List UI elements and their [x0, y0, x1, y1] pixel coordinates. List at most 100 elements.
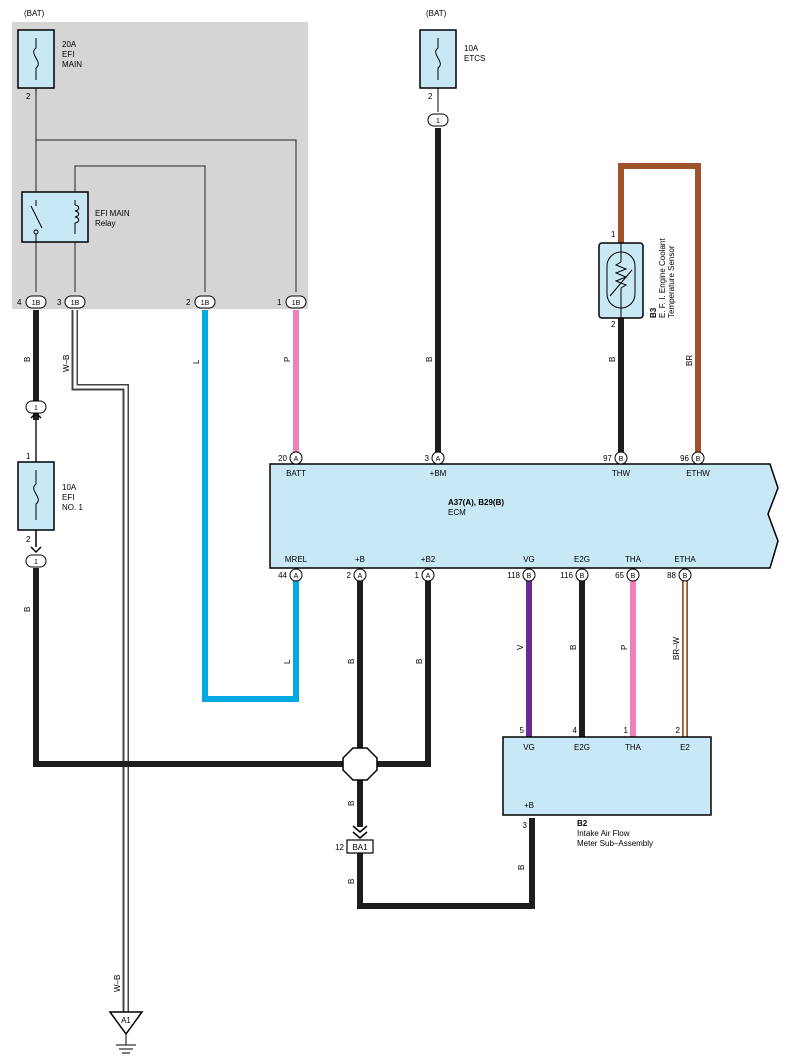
ecm-pin-letter: B	[580, 573, 585, 580]
maf-meter-body	[502, 736, 712, 816]
ecm-pin-number: 88	[667, 571, 676, 580]
fuse-etcs-pin: 2	[428, 92, 433, 101]
wire-code: BR–W	[672, 636, 681, 660]
inline-connector-1-pins	[25, 113, 449, 568]
bat-label-left: (BAT)	[24, 9, 45, 18]
conn-1b-label: 1B	[292, 300, 301, 307]
sensor-pin1: 1	[611, 230, 616, 239]
conn-1b-label: 1B	[71, 300, 80, 307]
ecm-terminal-ethw: ETHW	[686, 469, 710, 478]
ecm-terminal-b: +B	[355, 555, 365, 564]
ba1-label: BA1	[352, 843, 368, 852]
wire-brown	[618, 163, 701, 455]
wire-code: W–B	[113, 975, 122, 992]
efi-main-relay	[21, 191, 89, 243]
ecm-name: ECM	[448, 508, 466, 517]
maf-terminal-vg: VG	[523, 743, 535, 752]
ground-label: A1	[121, 1016, 131, 1025]
sensor-code: B3	[649, 307, 658, 318]
conn-1b-pin2: 2	[186, 298, 191, 307]
fuse-etcs	[419, 29, 457, 112]
fuse-efi1-name2: NO. 1	[62, 503, 83, 512]
ecm-pin-letter: A	[436, 456, 441, 463]
fuse-etcs-name: ETCS	[464, 54, 485, 63]
wire-code: B	[347, 879, 356, 884]
wire-code: B	[347, 659, 356, 664]
ecm-terminal-bm: +BM	[430, 469, 447, 478]
ecm-terminal-mrel: MREL	[285, 555, 308, 564]
ecm-pin-number: 97	[603, 454, 612, 463]
wire-blue	[202, 310, 299, 702]
ecm-pin-letter: A	[294, 456, 299, 463]
ecm-pin-letter: A	[294, 573, 299, 580]
relay-internal-wiring	[35, 92, 297, 292]
ecm-body	[269, 463, 779, 569]
ecm-pin-markers	[289, 451, 705, 582]
connector-1b-pins	[25, 295, 307, 309]
wire-black-group	[33, 128, 624, 909]
wire-code: P	[283, 357, 292, 362]
conn-1b-label: 1B	[32, 300, 41, 307]
fuse-efi1-pin-bot: 2	[26, 535, 31, 544]
ecm-pin-letter: A	[426, 573, 431, 580]
ecm-pin-number: 1	[415, 571, 420, 580]
wire-code: B	[569, 645, 578, 650]
fuse-etcs-amp: 10A	[464, 44, 479, 53]
fuse-efi-main-name2: MAIN	[62, 60, 82, 69]
fuse-efi1-pin-top: 1	[26, 452, 31, 461]
wire-code: B	[23, 357, 32, 362]
ba1-pin-number: 12	[335, 843, 344, 852]
ecm-pin-letter: B	[696, 456, 701, 463]
ecm-pin-letter: A	[358, 573, 363, 580]
coolant-temp-sensor	[598, 242, 644, 319]
wire-code: B	[425, 357, 434, 362]
fuse-efi-main-name1: EFI	[62, 50, 74, 59]
ecm-pin-number: 96	[680, 454, 689, 463]
conn-1b-pin1: 1	[277, 298, 282, 307]
ecm-terminal-batt: BATT	[286, 469, 306, 478]
ecm-terminal-thw: THW	[612, 469, 631, 478]
ecm-terminal-etha: ETHA	[674, 555, 696, 564]
maf-name-line1: Intake Air Flow	[577, 829, 630, 838]
ecm-pin-letter: B	[631, 573, 636, 580]
maf-terminal-e2: E2	[680, 743, 690, 752]
wire-code: B	[23, 607, 32, 612]
conn-1b-pin4: 4	[17, 298, 22, 307]
wire-code: B	[415, 659, 424, 664]
ecm-connector-codes: A37(A), B29(B)	[448, 498, 504, 507]
ecm-pin-number: 3	[425, 454, 430, 463]
fuse-efi-no1	[17, 461, 55, 547]
sensor-name-line1: E. F. I. Engine Coolant	[658, 238, 667, 318]
splice-point	[342, 747, 378, 781]
ecm-pin-number: 118	[507, 571, 520, 580]
ground-symbol	[108, 1011, 144, 1054]
maf-pin-number: 1	[624, 726, 629, 735]
ecm-pin-number: 20	[278, 454, 287, 463]
wire-code: B	[608, 357, 617, 362]
ecm-terminal-b2: +B2	[421, 555, 436, 564]
fuse-efi-main-pin: 2	[26, 92, 31, 101]
ecm-pin-letter: B	[619, 456, 624, 463]
wire-code: BR	[685, 355, 694, 366]
ecm-pin-letter: B	[683, 573, 688, 580]
ecm-terminal-tha: THA	[625, 555, 642, 564]
maf-pin-number: 5	[520, 726, 525, 735]
ecm-pin-number: 65	[615, 571, 624, 580]
ecm-pin-number: 44	[278, 571, 287, 580]
ecm-terminal-e2g: E2G	[574, 555, 590, 564]
ecm-pin-number: 116	[560, 571, 573, 580]
conn-1b-label: 1B	[201, 300, 210, 307]
ecm-pin-letter: B	[527, 573, 532, 580]
maf-pin-number: 2	[676, 726, 681, 735]
wire-code: P	[620, 645, 629, 650]
inline-conn-1-label: 1	[436, 118, 440, 125]
fuse-efi1-amp: 10A	[62, 483, 77, 492]
connector-ba1	[346, 825, 374, 854]
inline-conn-1-label: 1	[34, 559, 38, 566]
maf-name-line2: Meter Sub–Assembly	[577, 839, 653, 848]
wire-code: B	[517, 865, 526, 870]
maf-terminal-b: +B	[524, 801, 534, 810]
wire-white-black	[71, 310, 129, 1012]
inline-conn-1-label: 1	[34, 405, 38, 412]
